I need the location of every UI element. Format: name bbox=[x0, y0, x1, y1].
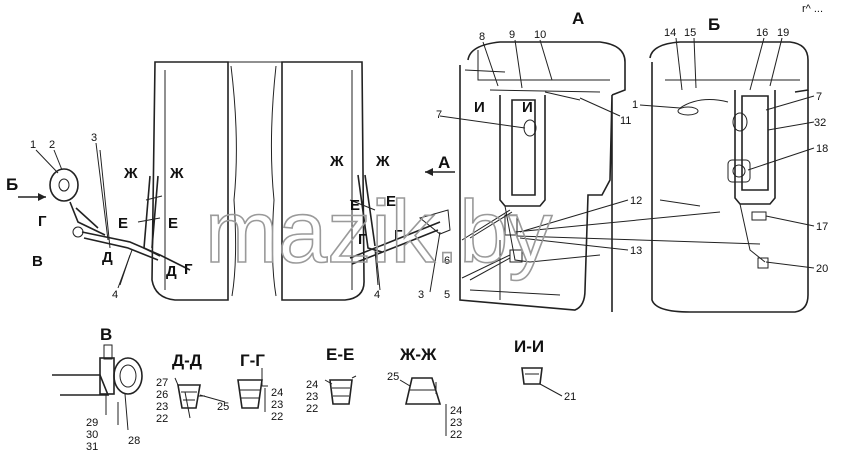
callout-4-right: 4 bbox=[374, 289, 380, 301]
callout-23-gg: 23 bbox=[271, 399, 283, 411]
callout-8: 8 bbox=[479, 31, 485, 43]
mark-e-left2: Е bbox=[168, 215, 178, 232]
callout-22-gg: 22 bbox=[271, 411, 283, 423]
callout-numbers: 1 2 3 4 4 3 5 6 7 8 9 10 11 12 13 14 15 … bbox=[30, 27, 828, 301]
detail-zhzh bbox=[399, 377, 442, 405]
view-a-arrow bbox=[425, 168, 455, 176]
callout-4-left: 4 bbox=[112, 289, 118, 301]
view-a-arrow-label: А bbox=[438, 153, 450, 172]
left-mirror bbox=[49, 149, 191, 271]
callout-23-dd: 23 bbox=[156, 401, 168, 413]
mark-zh-right1: Ж bbox=[329, 153, 344, 170]
section-title-gg: Г-Г bbox=[240, 351, 265, 370]
callout-26: 26 bbox=[156, 389, 168, 401]
mark-zh-right2: Ж bbox=[375, 153, 390, 170]
callout-25-ee: 25 bbox=[387, 371, 399, 383]
callout-15: 15 bbox=[684, 27, 696, 39]
callout-16: 16 bbox=[756, 27, 768, 39]
callout-1-b: 1 bbox=[632, 99, 638, 111]
detail-v bbox=[52, 344, 143, 431]
callout-31: 31 bbox=[86, 441, 98, 453]
callout-7-b: 7 bbox=[816, 91, 822, 103]
callout-29: 29 bbox=[86, 417, 98, 429]
section-title-v: В bbox=[100, 325, 112, 344]
mark-g-left: Г bbox=[38, 213, 47, 230]
callout-25-dd: 25 bbox=[217, 401, 229, 413]
mark-e-right1: Е bbox=[350, 197, 360, 214]
mark-v-left: В bbox=[32, 253, 43, 270]
corner-mark: r^ ... bbox=[802, 3, 823, 15]
view-titles: А Б А Б r^ ... bbox=[6, 3, 823, 194]
detail-dd bbox=[174, 377, 226, 409]
cross-leaders bbox=[461, 209, 761, 279]
callout-21: 21 bbox=[564, 391, 576, 403]
view-b-arrow-label: Б bbox=[6, 175, 18, 194]
detail-gg bbox=[237, 368, 263, 409]
callout-13: 13 bbox=[630, 245, 642, 257]
callout-23-zh: 23 bbox=[450, 417, 462, 429]
detail-ii bbox=[521, 367, 563, 397]
mark-i-left: И bbox=[474, 99, 485, 116]
callout-22-dd: 22 bbox=[156, 413, 168, 425]
section-title-ee: Е-Е bbox=[326, 345, 354, 364]
cab-outline-front bbox=[151, 61, 365, 301]
cab-view-a bbox=[459, 41, 626, 312]
watermark: mazik.by bbox=[205, 182, 552, 281]
callout-10: 10 bbox=[534, 29, 546, 41]
view-a-title: А bbox=[572, 9, 584, 28]
detail-labels: В Д-Д Г-Г Е-Е Ж-Ж И-И 29 30 31 28 27 26 … bbox=[86, 325, 576, 453]
callout-12: 12 bbox=[630, 195, 642, 207]
mark-d-left2: Д bbox=[166, 263, 177, 280]
callout-24-gg: 24 bbox=[271, 387, 283, 399]
callout-17: 17 bbox=[816, 221, 828, 233]
callout-6: 6 bbox=[444, 255, 450, 267]
cab-view-b bbox=[649, 41, 809, 313]
view-b-arrow bbox=[18, 193, 46, 201]
callout-1: 1 bbox=[30, 139, 36, 151]
callout-30: 30 bbox=[86, 429, 98, 441]
section-title-zhzh: Ж-Ж bbox=[399, 345, 437, 364]
callout-24-zh: 24 bbox=[450, 405, 462, 417]
callout-23-ee: 23 bbox=[306, 391, 318, 403]
mark-zh-left1: Ж bbox=[123, 165, 138, 182]
leader-lines bbox=[35, 37, 815, 436]
detail-ee bbox=[329, 375, 357, 405]
mark-zh-left2: Ж bbox=[169, 165, 184, 182]
mark-g-right2: Г bbox=[394, 227, 403, 244]
mark-g-right1: Г bbox=[358, 231, 367, 248]
section-title-dd: Д-Д bbox=[172, 351, 202, 370]
callout-3-left: 3 bbox=[91, 132, 97, 144]
callout-5: 5 bbox=[444, 289, 450, 301]
callout-27: 27 bbox=[156, 377, 168, 389]
mark-g-left2: Г bbox=[184, 261, 193, 278]
callout-7-a: 7 bbox=[436, 109, 442, 121]
callout-24-ee: 24 bbox=[306, 379, 318, 391]
view-b-title: Б bbox=[708, 15, 720, 34]
mark-d-left: Д bbox=[102, 249, 113, 266]
right-bracket bbox=[349, 174, 451, 286]
mark-i-right: И bbox=[522, 99, 533, 116]
callout-14: 14 bbox=[664, 27, 676, 39]
callout-20: 20 bbox=[816, 263, 828, 275]
section-title-ii: И-И bbox=[514, 337, 544, 356]
callout-3-right: 3 bbox=[418, 289, 424, 301]
callout-32: 32 bbox=[814, 117, 826, 129]
callout-11: 11 bbox=[620, 115, 631, 127]
callout-9: 9 bbox=[509, 29, 515, 41]
callout-2: 2 bbox=[49, 139, 55, 151]
callout-18: 18 bbox=[816, 143, 828, 155]
callout-28: 28 bbox=[128, 435, 140, 447]
callout-22-ee: 22 bbox=[306, 403, 318, 415]
callout-22-zh: 22 bbox=[450, 429, 462, 441]
mark-e-left1: Е bbox=[118, 215, 128, 232]
mark-e-right2: Е bbox=[386, 193, 396, 210]
callout-19: 19 bbox=[777, 27, 789, 39]
section-marks: Г В Д Е Е Ж Ж Д Г Ж Ж Е Е Г Г И И bbox=[32, 99, 533, 280]
